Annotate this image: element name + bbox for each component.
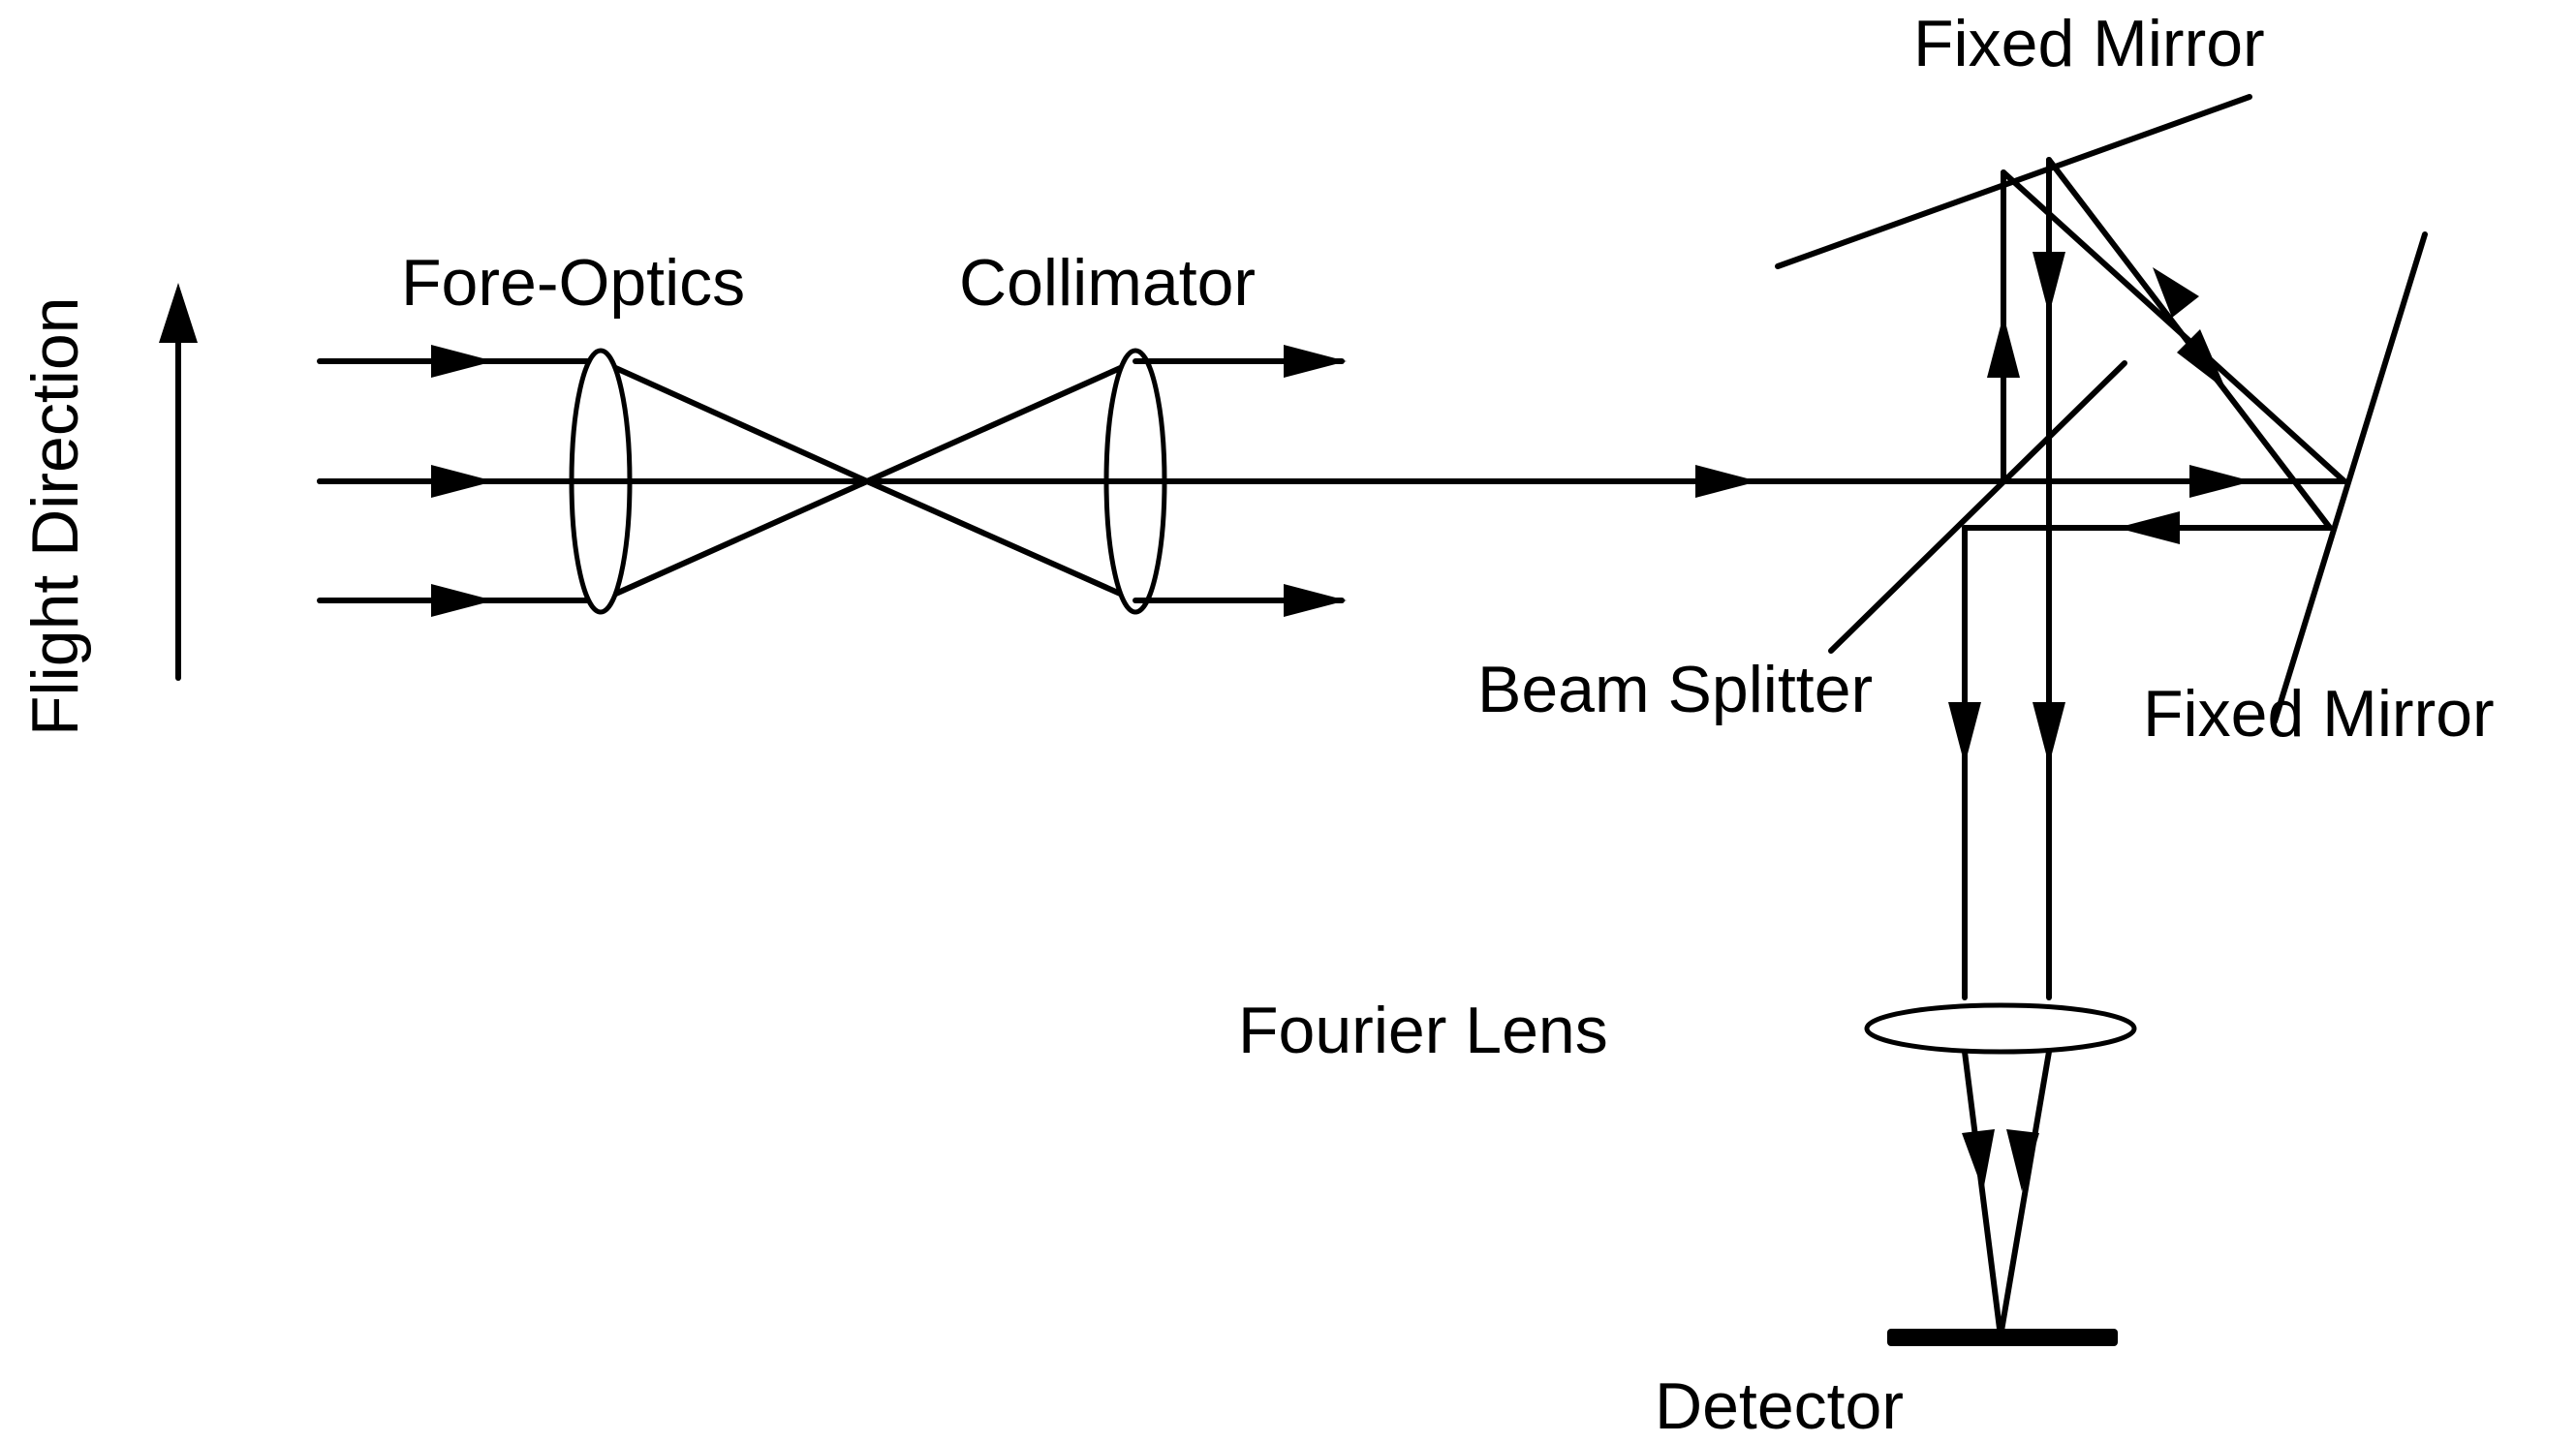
fixed-mirror-right xyxy=(2272,231,2428,724)
fourier-lens-label: Fourier Lens xyxy=(1238,994,1608,1067)
detector-bar xyxy=(1887,1329,2118,1346)
collimated-rays xyxy=(317,345,2347,617)
fixed-mirror-top-label: Fixed Mirror xyxy=(1913,7,2265,80)
relay-rays xyxy=(598,358,1138,603)
collimator-label: Collimator xyxy=(959,246,1256,320)
interferometer-rays xyxy=(1948,157,2347,1000)
detector-label: Detector xyxy=(1655,1369,1904,1443)
beam-splitter xyxy=(1828,360,2127,654)
flight-direction-label: Flight Direction xyxy=(18,297,92,737)
fourier-lens xyxy=(1864,1002,2137,1055)
focusing-rays xyxy=(1962,1049,2052,1339)
fore-optics-label: Fore-Optics xyxy=(401,246,745,320)
fixed-mirror-right-label: Fixed Mirror xyxy=(2143,677,2495,751)
flight-direction-arrow xyxy=(159,283,198,681)
beam-splitter-label: Beam Splitter xyxy=(1477,653,1873,726)
